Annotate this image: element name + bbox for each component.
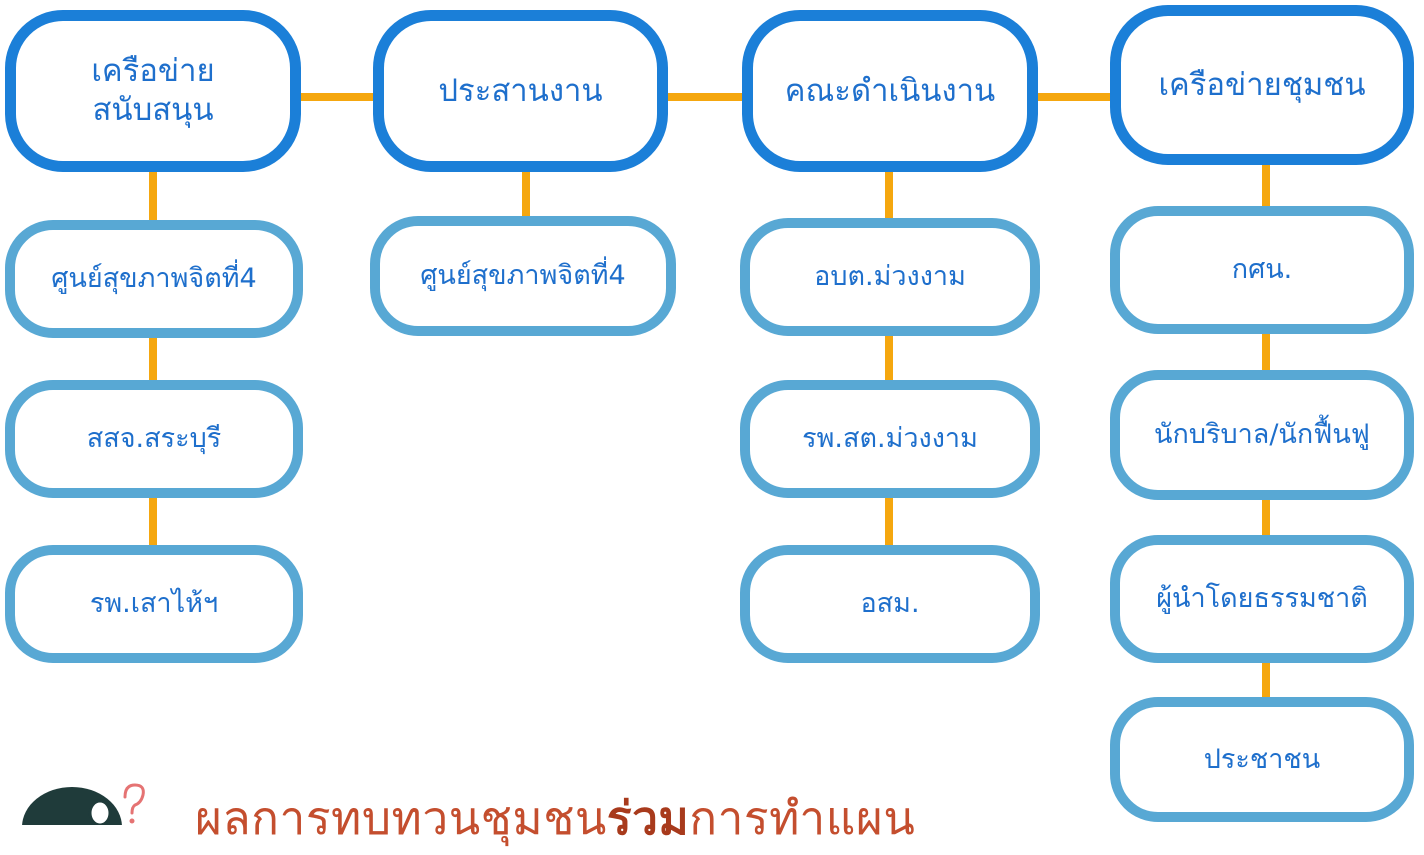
- item-label: ศูนย์สุขภาพจิตที่4: [51, 263, 257, 295]
- connector: [885, 328, 893, 384]
- header-label: คณะดำเนินงาน: [784, 72, 996, 109]
- connector: [1262, 165, 1270, 210]
- connector: [300, 93, 378, 101]
- header-support-network: เครือข่าย สนับสนุน: [5, 10, 301, 172]
- connector: [665, 93, 745, 101]
- item-label: สสจ.สระบุรี: [86, 423, 222, 455]
- header-label: เครือข่ายชุมชน: [1158, 66, 1366, 103]
- header-label: ประสานงาน: [438, 72, 603, 109]
- connector: [522, 170, 530, 226]
- caption-text: ผลการทบทวนชุมชนร่วมการทำแผน: [195, 782, 915, 855]
- connector: [885, 170, 893, 226]
- person-avatar-icon: [22, 783, 145, 825]
- connector: [149, 328, 157, 384]
- item-label: กศน.: [1231, 254, 1293, 286]
- item-provincial-health-office: สสจ.สระบุรี: [5, 380, 303, 498]
- connector: [1262, 498, 1270, 540]
- header-community-network: เครือข่ายชุมชน: [1110, 5, 1414, 165]
- item-citizens: ประชาชน: [1110, 697, 1414, 822]
- item-label: ผู้นำโดยธรรมชาติ: [1156, 583, 1368, 615]
- item-label: ประชาชน: [1203, 743, 1321, 775]
- connector: [1262, 660, 1270, 700]
- item-non-formal-education: กศน.: [1110, 206, 1414, 334]
- item-mental-health-center-4: ศูนย์สุขภาพจิตที่4: [370, 216, 676, 336]
- header-label: เครือข่าย สนับสนุน: [91, 53, 215, 128]
- item-label: รพ.สต.ม่วงงาม: [802, 423, 978, 455]
- item-label: อสม.: [860, 588, 920, 620]
- item-natural-leaders: ผู้นำโดยธรรมชาติ: [1110, 535, 1414, 663]
- item-muang-ngam-health-promoting-hospital: รพ.สต.ม่วงงาม: [740, 380, 1040, 498]
- connector: [1262, 332, 1270, 374]
- caption-bold: ร่วม: [606, 791, 690, 845]
- header-coordination: ประสานงาน: [373, 10, 668, 172]
- caption-prefix: ผลการทบทวนชุมชน: [195, 791, 607, 845]
- item-muang-ngam-sao: อบต.ม่วงงาม: [740, 218, 1040, 336]
- connector: [149, 490, 157, 546]
- item-label: อบต.ม่วงงาม: [814, 261, 966, 293]
- item-sao-hai-hospital: รพ.เสาไห้ฯ: [5, 545, 303, 663]
- connector: [885, 490, 893, 546]
- item-village-health-volunteers: อสม.: [740, 545, 1040, 663]
- connector: [149, 170, 157, 230]
- item-label: ศูนย์สุขภาพจิตที่4: [420, 260, 626, 292]
- connector: [1035, 93, 1115, 101]
- item-label: รพ.เสาไห้ฯ: [89, 588, 219, 620]
- caption-suffix: การทำแผน: [689, 791, 916, 845]
- header-operations-committee: คณะดำเนินงาน: [742, 10, 1038, 172]
- item-mental-health-center-4: ศูนย์สุขภาพจิตที่4: [5, 220, 303, 338]
- item-label: นักบริบาล/นักฟื้นฟู: [1154, 419, 1370, 451]
- item-caregivers: นักบริบาล/นักฟื้นฟู: [1110, 370, 1414, 500]
